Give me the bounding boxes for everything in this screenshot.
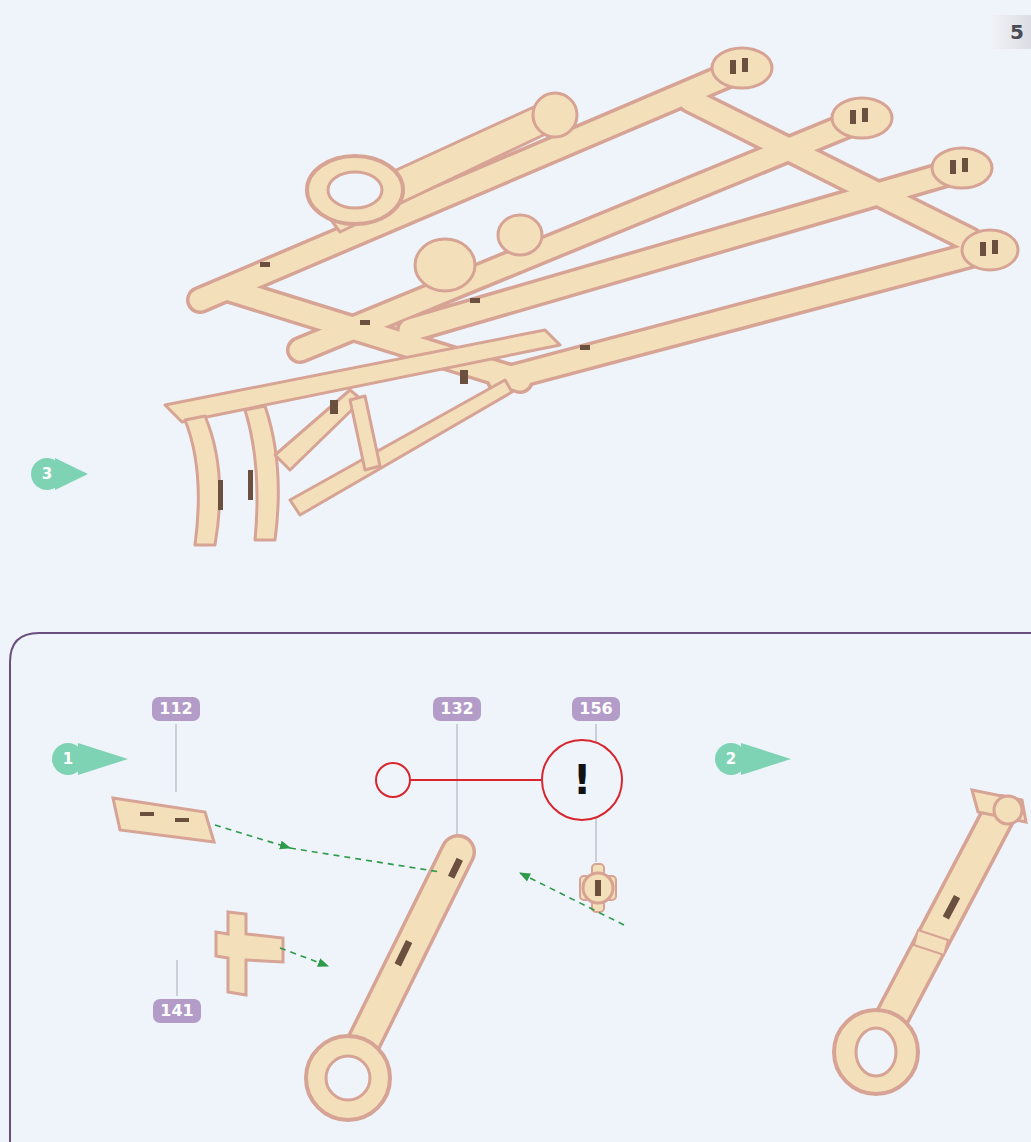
part-number: 112: [152, 697, 200, 721]
panel-border: [10, 633, 1031, 1142]
part-112: [113, 798, 214, 842]
step-number: 3: [31, 458, 63, 490]
frame-assembly: [55, 48, 1018, 545]
part-156: [580, 864, 616, 912]
part-132: [306, 852, 463, 1120]
node-text: 132: [440, 701, 473, 717]
part-number: 156: [572, 697, 620, 721]
step-number: 1: [52, 743, 84, 775]
node-text: 5: [1010, 22, 1024, 42]
node-text: 141: [160, 1003, 193, 1019]
part-number: 132: [433, 697, 481, 721]
assembly-arrows: [215, 825, 624, 966]
assembled-arm: [834, 790, 1026, 1094]
step-arrow: [741, 743, 791, 775]
node-text: 156: [579, 701, 612, 717]
warning-callout: !: [541, 739, 623, 821]
node-text: 1: [63, 752, 73, 767]
node-text: 112: [159, 701, 192, 717]
part-141: [216, 912, 283, 995]
part-number: 141: [153, 999, 201, 1023]
page-number: 5: [990, 15, 1031, 49]
node-text: 3: [42, 467, 52, 482]
leader-lines: [176, 724, 596, 996]
step-number: 2: [715, 743, 747, 775]
node-text: !: [573, 760, 591, 800]
warning-line: [410, 779, 541, 781]
node-text: 2: [726, 752, 736, 767]
warning-marker: [376, 763, 410, 797]
step-arrow: [78, 743, 128, 775]
